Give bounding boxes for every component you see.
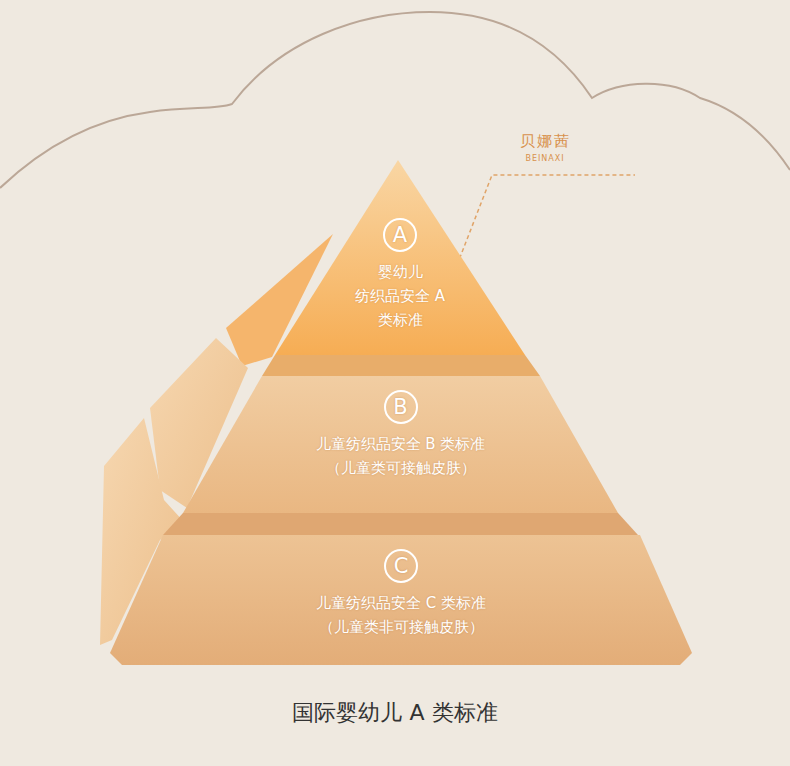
pyramid-middle-tier: B 儿童纺织品安全 B 类标准（儿童类可接触皮肤） [183,376,618,513]
circled-letter: A [383,218,417,252]
tier-fill [183,376,618,513]
tier-fill [110,535,692,665]
tier-strip [262,355,540,376]
tier-fill [275,160,525,355]
tier-strip [163,513,638,535]
leader-line [457,175,635,265]
cloud-outline [0,12,790,188]
brand-name: 贝娜茜 [500,132,590,151]
pyramid-top-tier: A 婴幼儿 纺织品安全 A 类标准 [275,160,525,355]
tier-label: 儿童纺织品安全 C 类标准 [316,591,486,615]
tier-text: C 儿童纺织品安全 C 类标准（儿童类非可接触皮肤） [108,549,694,639]
tier-label: （儿童类非可接触皮肤） [319,615,484,639]
tier-label: 婴幼儿 纺织品安全 A 类标准 [352,260,448,332]
tier-text: A 婴幼儿 纺织品安全 A 类标准 [275,218,525,332]
circled-letter: B [384,390,418,424]
circled-letter: C [384,549,418,583]
tier-label: 儿童纺织品安全 B 类标准 [316,432,486,456]
caption: 国际婴幼儿 A 类标准 [0,698,790,728]
brand-latin: BEINAXI [500,154,590,163]
pyramid-bottom-tier: C 儿童纺织品安全 C 类标准（儿童类非可接触皮肤） [108,535,694,665]
tier-text: B 儿童纺织品安全 B 类标准（儿童类可接触皮肤） [183,390,618,480]
tier-label: （儿童类可接触皮肤） [326,456,476,480]
